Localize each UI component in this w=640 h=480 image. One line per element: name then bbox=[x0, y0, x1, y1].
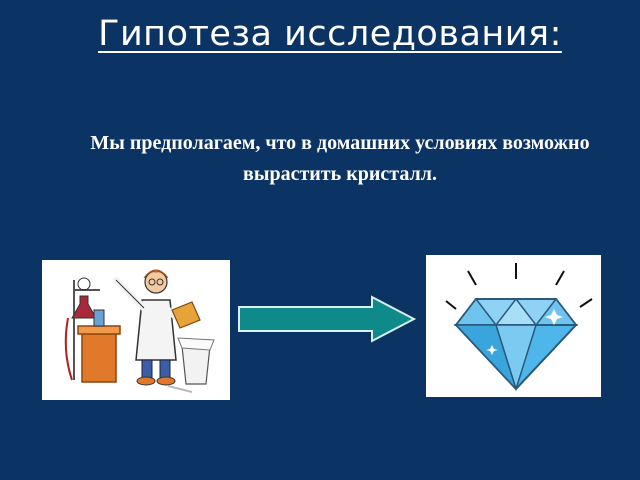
scientist-lab-icon bbox=[64, 269, 215, 393]
diamond-icon bbox=[445, 263, 593, 392]
scientist-illustration bbox=[42, 260, 230, 400]
slide-title: Гипотеза исследования: bbox=[98, 14, 562, 54]
right-arrow-icon bbox=[236, 294, 418, 344]
hypothesis-text: Мы предполагаем, что в домашних условиях… bbox=[90, 132, 590, 185]
diamond-illustration bbox=[426, 255, 601, 397]
